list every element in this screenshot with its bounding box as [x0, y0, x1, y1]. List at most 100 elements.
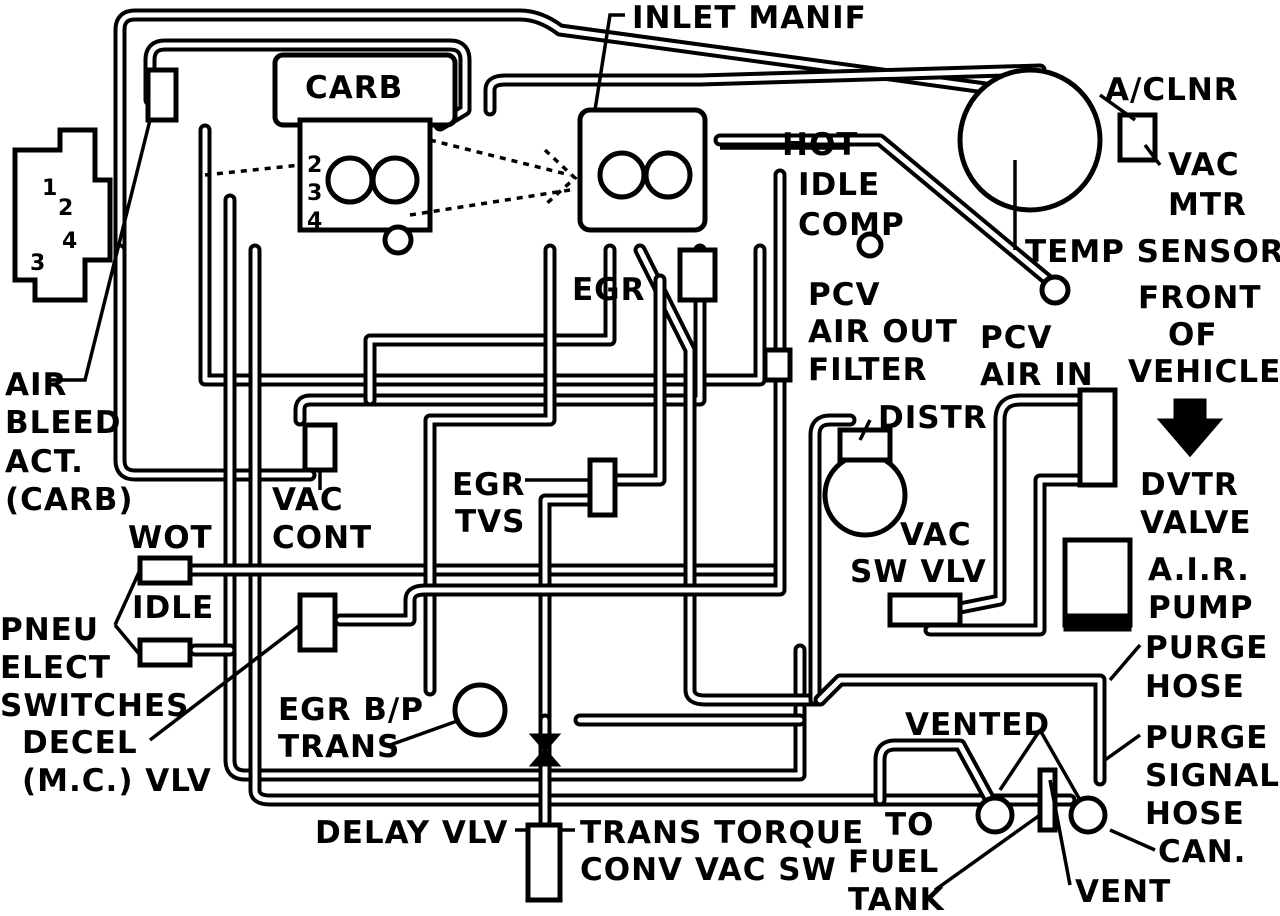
label-elect: ELECT: [0, 650, 111, 686]
hose-mid1-inner: [202, 127, 763, 383]
hose-left-vert-outer: [113, 243, 317, 482]
label-valve: VALVE: [1140, 505, 1252, 541]
hose-can-inner: [877, 742, 993, 803]
label-switches: SWITCHES: [0, 688, 189, 724]
label-dvtr: DVTR: [1140, 467, 1239, 503]
label-a-clnr: A/CLNR: [1105, 72, 1239, 108]
dist-num-2: 2: [58, 196, 73, 221]
decel-valve-body: [297, 592, 338, 653]
dist-num-3: 3: [30, 251, 45, 276]
decel-valve-part: [297, 592, 338, 653]
label-conv-vac-sw: CONV VAC SW: [580, 852, 837, 888]
leader-tank: [933, 813, 1042, 892]
label-carb-port-2: 2: [307, 153, 322, 178]
egr-tvs-body: [587, 457, 618, 518]
label-pcv-right: PCV: [980, 320, 1052, 356]
hot-idle-comp-port: [856, 231, 884, 259]
label-air-pump-2: PUMP: [1148, 590, 1253, 626]
trans-switch-body: [525, 822, 563, 903]
label-trans: TRANS: [278, 729, 400, 765]
leader-vac-mtr: [1143, 143, 1162, 167]
egr-bp-trans-part: [452, 682, 508, 738]
label-filter: FILTER: [808, 352, 928, 388]
vac-cont-body: [302, 422, 338, 473]
leader-pneu: [113, 569, 142, 657]
label-egr: EGR: [572, 272, 646, 308]
temp-sensor-port: [1039, 274, 1071, 306]
hose-egr2-outer: [633, 243, 827, 707]
label-carb-port-3: 3: [307, 181, 322, 206]
pneumatic-switches: [137, 555, 193, 668]
canister: [975, 767, 1108, 835]
label-of: OF: [1168, 317, 1218, 353]
dashed-arrowhead: [543, 148, 578, 207]
leader-purge-signal: [1103, 733, 1142, 762]
leader-can: [1109, 828, 1156, 852]
label-idle-switch: IDLE: [132, 590, 214, 626]
hose-mid3-inner: [367, 247, 613, 403]
label-egr-bp: EGR B/P: [278, 692, 424, 728]
leader-aclnr: [1098, 93, 1137, 122]
distributor-cap: 1 2 3 4: [12, 127, 113, 303]
hose-egr2-inner: [637, 247, 823, 703]
label-air: AIR: [5, 367, 67, 403]
label-distr: DISTR: [878, 400, 988, 436]
label-air-pump-1: A.I.R.: [1148, 552, 1250, 588]
label-air-out: AIR OUT: [808, 314, 958, 350]
egr-tvs-part: [587, 457, 618, 518]
leader-air-bleed: [50, 119, 152, 382]
label-hot: HOT: [782, 127, 858, 163]
label-decel: DECEL: [22, 725, 138, 761]
manifold-port-1: [597, 150, 647, 200]
dashed-line-2: [429, 138, 571, 177]
label-purge: PURGE: [1145, 630, 1268, 666]
delay-valve-part: [528, 733, 562, 767]
label-vac-sw-1: VAC: [900, 517, 972, 553]
manifold-port-2: [643, 150, 693, 200]
label-carb-paren: (CARB): [5, 482, 134, 518]
vac-cont-part: [302, 422, 338, 473]
hose-tvs2-outer: [538, 493, 607, 727]
air-bleed-actuator: [145, 67, 179, 123]
label-vehicle: VEHICLE: [1128, 354, 1280, 390]
dashed-line-1: [204, 163, 301, 177]
label-delay-vlv: DELAY VLV: [315, 815, 508, 851]
distributor: [822, 427, 908, 538]
label-idle: IDLE: [798, 167, 880, 203]
dvtr-valve-body: [1077, 387, 1118, 488]
label-vent: VENT: [1075, 874, 1171, 910]
hose-distr-inner: [812, 417, 853, 703]
hose-tvs-inner: [597, 277, 663, 483]
leader-egr-bp: [389, 718, 461, 747]
air-pump-base: [1063, 613, 1132, 632]
pcv-filter-body: [762, 347, 793, 383]
vac-sw-valve-part: [887, 592, 963, 628]
dist-num-1: 1: [42, 176, 57, 201]
label-egr-tvs-1: EGR: [452, 467, 526, 503]
label-air-in: AIR IN: [980, 357, 1094, 393]
hose-purge-inner: [817, 677, 1103, 783]
label-vented: VENTED: [905, 707, 1050, 743]
label-purge2: PURGE: [1145, 720, 1268, 756]
label-vac: VAC: [1168, 147, 1240, 183]
leader-vented: [998, 729, 1082, 801]
label-hose2: HOSE: [1145, 796, 1245, 832]
label-vac-sw-2: SW VLV: [850, 554, 987, 590]
delay-valve-body-2: [528, 747, 562, 767]
egr-bp-trans-body: [452, 682, 508, 738]
leader-vent: [1048, 779, 1072, 886]
hose-pump-inner: [927, 477, 1083, 633]
label-tank: TANK: [848, 882, 945, 916]
carb-port-circle-2: [370, 155, 420, 205]
hose-hot-idle-inner: [717, 137, 1063, 293]
label-can: CAN.: [1158, 834, 1246, 870]
carb-fitting: [382, 224, 414, 256]
idle-switch: [137, 637, 193, 668]
vac-sw-valve-body: [887, 592, 963, 628]
label-mtr: MTR: [1168, 187, 1247, 223]
dist-num-4: 4: [62, 229, 77, 254]
label-bleed: BLEED: [5, 405, 121, 441]
label-front: FRONT: [1138, 280, 1262, 316]
